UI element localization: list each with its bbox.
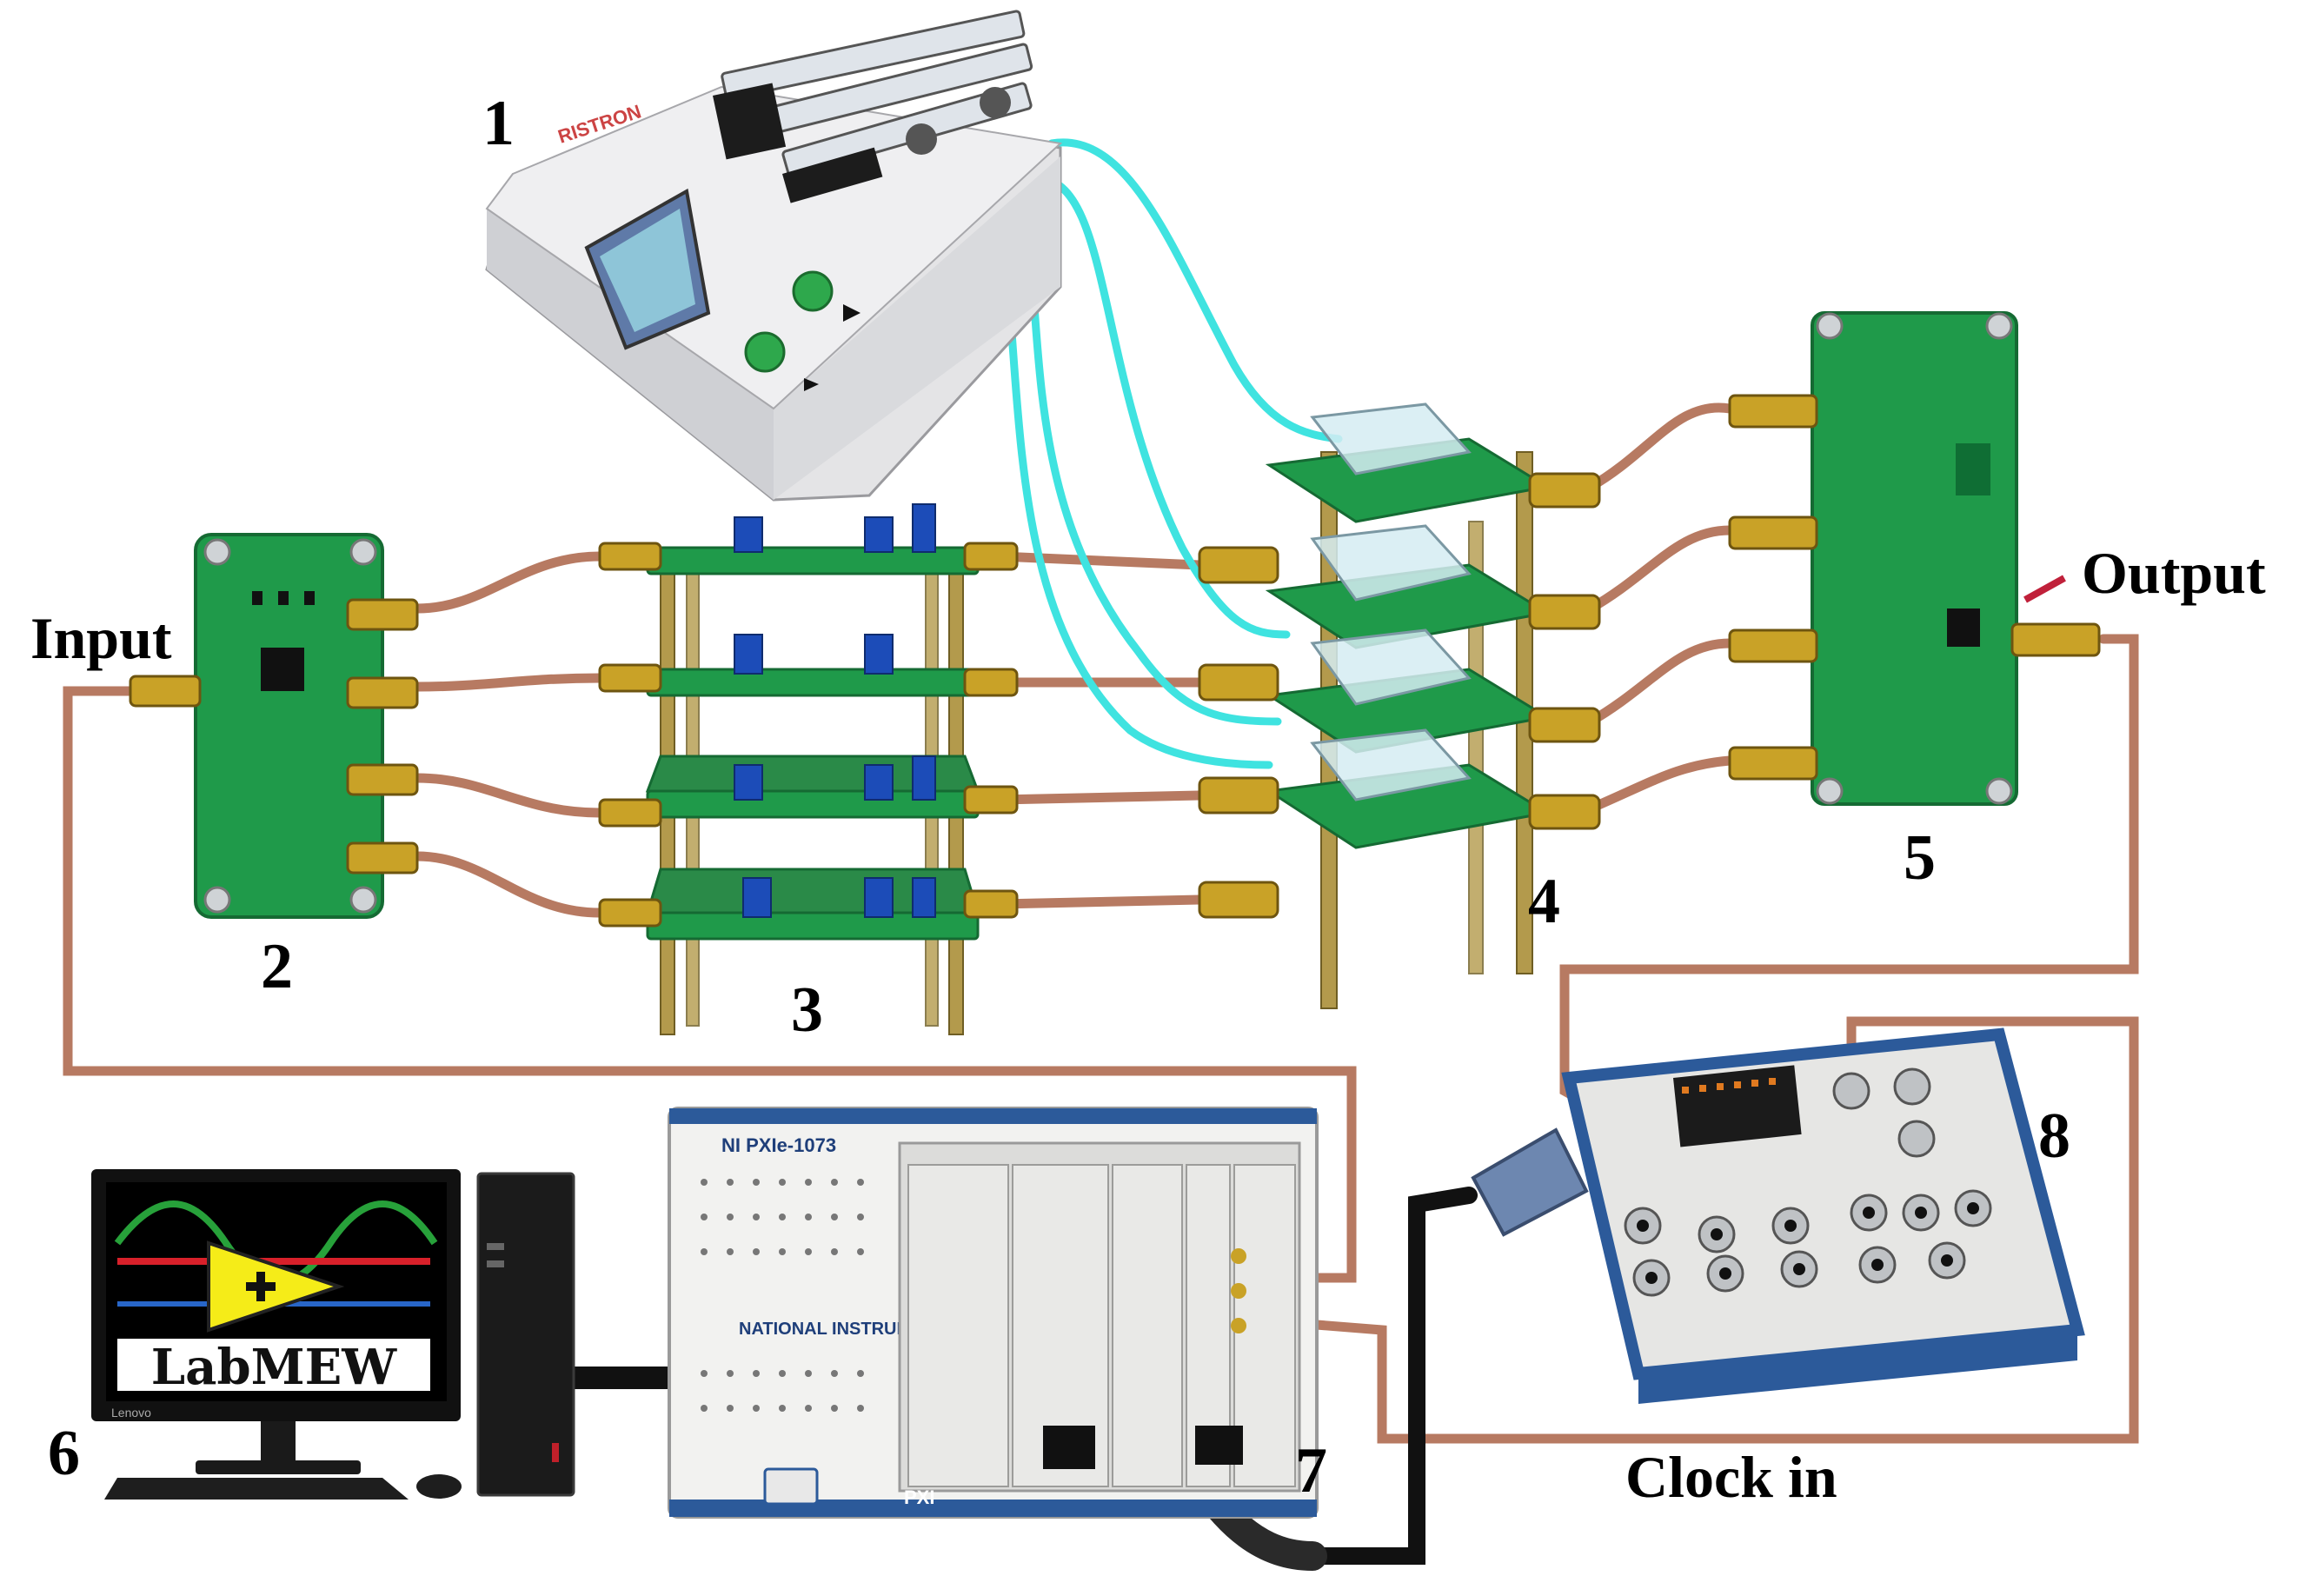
pcb-stack-3 [598,503,1019,1035]
labmew-logo-text: LabMEW [151,1339,397,1396]
output-label: Output [2082,540,2266,606]
syringe-pump: RISTRON [485,10,1063,502]
callout-4: 4 [1528,866,1560,937]
sensor-stack-4 [1198,402,1601,1009]
clock-in-label: Clock in [1625,1444,1837,1510]
callout-7: 7 [1295,1435,1327,1506]
computer-workstation: LabMEW Lenovo [91,1169,575,1500]
input-label: Input [30,605,172,671]
callout-3: 3 [791,974,823,1046]
daq-terminal-block [1471,1027,2085,1404]
splitter-board [129,533,419,919]
callout-1: 1 [482,88,515,159]
callout-5: 5 [1904,822,1936,894]
chassis-pxi-badge: PXI [904,1486,934,1508]
combiner-board [1728,311,2101,806]
callout-2: 2 [261,931,293,1002]
monitor-brand-label: Lenovo [111,1406,151,1420]
pxi-chassis: NI PXIe-1073 NATIONAL INSTRUMENTS PXI [668,1107,1319,1519]
chassis-model-label: NI PXIe-1073 [721,1134,836,1156]
callout-8: 8 [2038,1101,2070,1172]
callout-6: 6 [48,1418,80,1489]
